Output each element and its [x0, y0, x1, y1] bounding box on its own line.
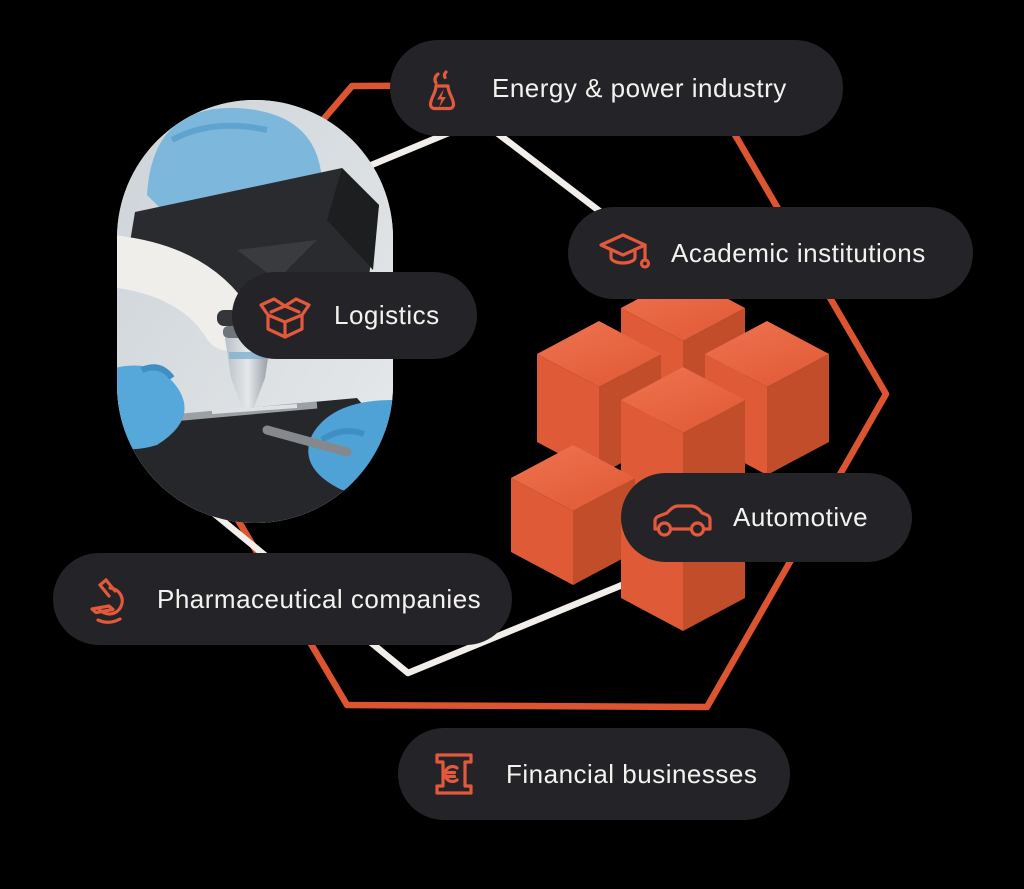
badge-pharmaceutical-companies: Pharmaceutical companies [53, 553, 512, 645]
badge-automotive: Automotive [621, 473, 912, 562]
power-plant-icon [418, 63, 466, 113]
badge-label: Pharmaceutical companies [157, 583, 482, 614]
badge-label: Energy & power industry [492, 72, 787, 103]
cube-bottom-left [511, 445, 635, 585]
badge-logistics: Logistics [232, 272, 477, 359]
connector-line-orange [221, 81, 890, 711]
open-box-icon [258, 289, 312, 343]
badge-financial-businesses: Financial businesses [398, 728, 790, 820]
graduation-cap-icon [595, 227, 651, 279]
badge-label: Financial businesses [506, 758, 758, 789]
badge-label: Automotive [733, 502, 869, 532]
badge-academic-institutions: Academic institutions [568, 207, 973, 299]
car-icon [649, 495, 713, 541]
badge-label: Logistics [334, 300, 440, 330]
atm-euro-icon [430, 749, 478, 799]
badge-energy-power: Energy & power industry [390, 40, 843, 136]
microscope-icon [85, 573, 133, 625]
badge-label: Academic institutions [671, 237, 926, 268]
